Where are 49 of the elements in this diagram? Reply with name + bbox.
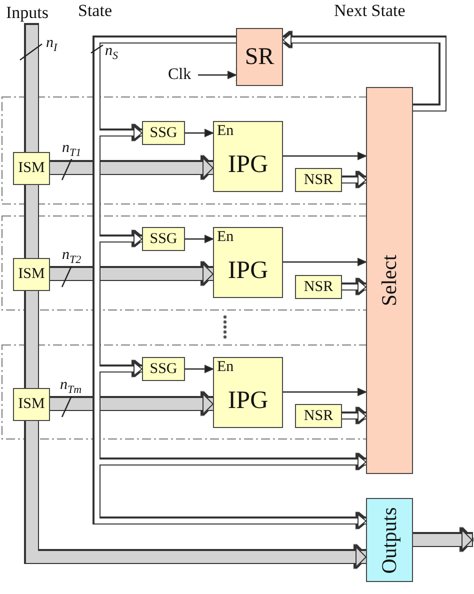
module-box: [295, 168, 342, 192]
arrow: [283, 258, 366, 266]
bus-arrow: [50, 394, 214, 414]
node-label: ISM: [18, 267, 45, 282]
signal-label: Clk: [168, 65, 198, 85]
module-box: [213, 227, 283, 298]
bus-arrow: [26, 421, 366, 568]
port-label: En: [217, 360, 234, 375]
arrow: [198, 71, 236, 79]
arrow: [283, 152, 366, 160]
port-label: En: [217, 124, 234, 139]
heading-label: Next State: [334, 1, 406, 21]
arrow: [185, 365, 214, 373]
module-box: [13, 152, 50, 185]
node-label: SSG: [150, 126, 178, 140]
module-box: [142, 357, 185, 381]
select-box: [366, 87, 413, 474]
register-box: [236, 28, 283, 86]
node-label: Select: [379, 254, 400, 306]
node-label: ISM: [18, 397, 45, 412]
node-label: NSR: [304, 408, 334, 424]
module-box: [142, 227, 185, 251]
node-label: SSG: [150, 362, 178, 376]
node-label: NSR: [304, 172, 334, 188]
module-box: [142, 121, 185, 145]
outputs-box: [366, 498, 413, 582]
heading-label: Inputs: [6, 1, 58, 25]
node-label: NSR: [304, 280, 334, 294]
node-label: IPG: [228, 152, 268, 177]
node-label: SSG: [150, 232, 178, 246]
module-box: [295, 404, 342, 428]
node-label: IPG: [228, 388, 268, 413]
node-label: Outputs: [379, 506, 400, 574]
bus-arrow: [413, 530, 472, 550]
module-box: [213, 357, 283, 428]
arrow: [283, 388, 366, 396]
node-label: SR: [244, 45, 274, 69]
heading-label: State: [78, 1, 112, 21]
arrow: [185, 129, 214, 137]
module-box: [213, 121, 283, 192]
node-label: IPG: [228, 258, 268, 283]
arrow: [185, 235, 214, 243]
node-label: ISM: [18, 161, 45, 176]
module-box: [13, 258, 50, 291]
bus-arrow: [50, 158, 214, 178]
module-box: [13, 388, 50, 421]
module-box: [295, 275, 342, 299]
bus-arrow: [50, 264, 214, 284]
port-label: En: [217, 230, 234, 245]
